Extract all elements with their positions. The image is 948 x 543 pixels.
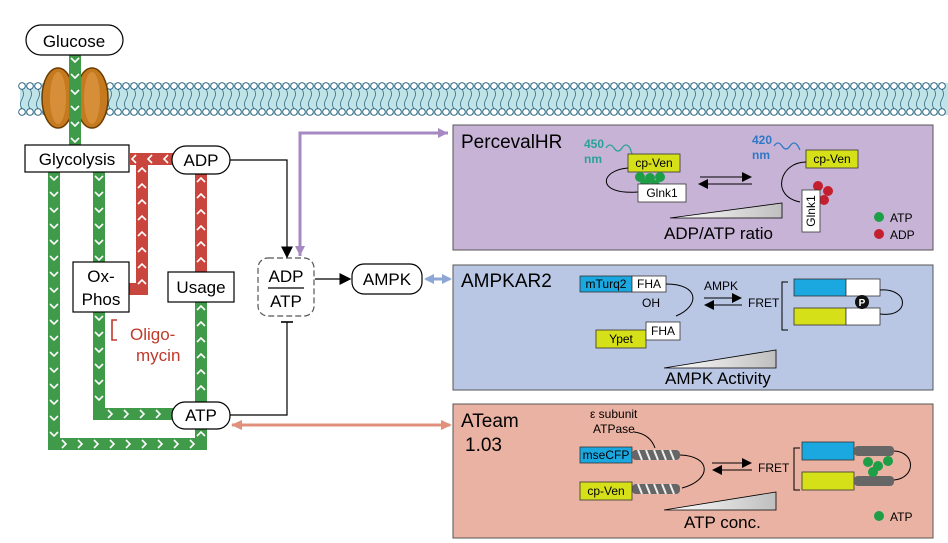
- oligomycin-inhibitor: Oligo- mycin: [111, 319, 180, 365]
- fha-label-2: FHA: [651, 324, 675, 338]
- glycolysis-node: Glycolysis: [24, 144, 130, 173]
- glucose-label: Glucose: [43, 32, 105, 51]
- adp-label: ADP: [184, 151, 219, 170]
- phospho-label: P: [859, 298, 866, 309]
- oxphos-label-1: Ox-: [87, 267, 114, 286]
- atpase-label: ATPase: [593, 422, 635, 436]
- epsilon-subunit-label: ε subunit: [590, 407, 638, 421]
- ampk-reaction-label: AMPK: [704, 279, 738, 293]
- adp-node: ADP: [171, 145, 231, 175]
- wavelength-420: 420: [752, 133, 772, 147]
- adp-atp-ratio-node: ADP ATP: [257, 257, 315, 317]
- ampkar2-title: AMPKAR2: [461, 271, 552, 292]
- cpven-label-3: cp-Ven: [587, 484, 624, 498]
- ampk-label: AMPK: [363, 270, 412, 289]
- ateam-panel: ATeam 1.03 ε subunit ATPase mseCFP cp-Ve…: [452, 403, 934, 539]
- helix-1: [632, 449, 680, 461]
- ratio-denominator: ATP: [270, 292, 302, 311]
- fret-label-2: FRET: [758, 461, 790, 475]
- oh-label: OH: [642, 296, 660, 310]
- legend-adp: ADP: [890, 228, 915, 242]
- oligomycin-label-2: mycin: [136, 346, 180, 365]
- legend-atp-2: ATP: [890, 510, 912, 524]
- ratio-numerator: ADP: [269, 267, 304, 286]
- glnk1-label-2: Glnk1: [804, 195, 818, 227]
- signal-connectors: [230, 159, 352, 416]
- wavelength-450-unit: nm: [584, 152, 602, 166]
- glycolysis-label: Glycolysis: [39, 150, 116, 169]
- oligomycin-label-1: Oligo-: [130, 325, 175, 344]
- wavelength-420-unit: nm: [752, 148, 770, 162]
- ampk-node: AMPK: [351, 263, 423, 295]
- percevalhr-panel: PercevalHR 450 nm cp-Ven Glnk1 420 nm cp…: [452, 124, 934, 251]
- atp-label: ATP: [185, 406, 217, 425]
- atp-conc-label: ATP conc.: [684, 513, 761, 532]
- oxphos-node: Ox- Phos: [72, 261, 130, 313]
- glucose-transporter: [41, 67, 109, 129]
- glnk1-label-1: Glnk1: [646, 186, 678, 200]
- ampkar2-panel: AMPKAR2 mTurq2 FHA OH Ypet FHA AMPK FRET…: [452, 264, 934, 391]
- glucose-node: Glucose: [25, 24, 124, 56]
- fha-label-1: FHA: [637, 277, 661, 291]
- adp-atp-ratio-label: ADP/ATP ratio: [664, 224, 773, 243]
- adp-flow-paths: [128, 153, 207, 295]
- cpven-label-2: cp-Ven: [813, 152, 850, 166]
- cell-membrane: [18, 82, 948, 116]
- percevalhr-title: PercevalHR: [461, 132, 562, 153]
- ateam-title-2: 1.03: [465, 435, 502, 456]
- legend-atp-1: ATP: [890, 211, 912, 225]
- ateam-title-1: ATeam: [461, 411, 519, 432]
- sensor-connectors: [231, 128, 452, 430]
- helix-2: [632, 483, 680, 495]
- ampk-activity-label: AMPK Activity: [665, 369, 771, 388]
- usage-label: Usage: [176, 278, 225, 297]
- ypet-label: Ypet: [609, 332, 633, 346]
- fret-label-1: FRET: [748, 296, 780, 310]
- mturq2-label: mTurq2: [586, 277, 627, 291]
- cpven-label-1: cp-Ven: [635, 156, 672, 170]
- atp-node: ATP: [171, 401, 231, 430]
- usage-node: Usage: [167, 271, 235, 303]
- oxphos-label-2: Phos: [82, 290, 121, 309]
- wavelength-450: 450: [584, 137, 604, 151]
- msecfp-label: mseCFP: [583, 448, 630, 462]
- atp-flow-paths: [48, 55, 207, 450]
